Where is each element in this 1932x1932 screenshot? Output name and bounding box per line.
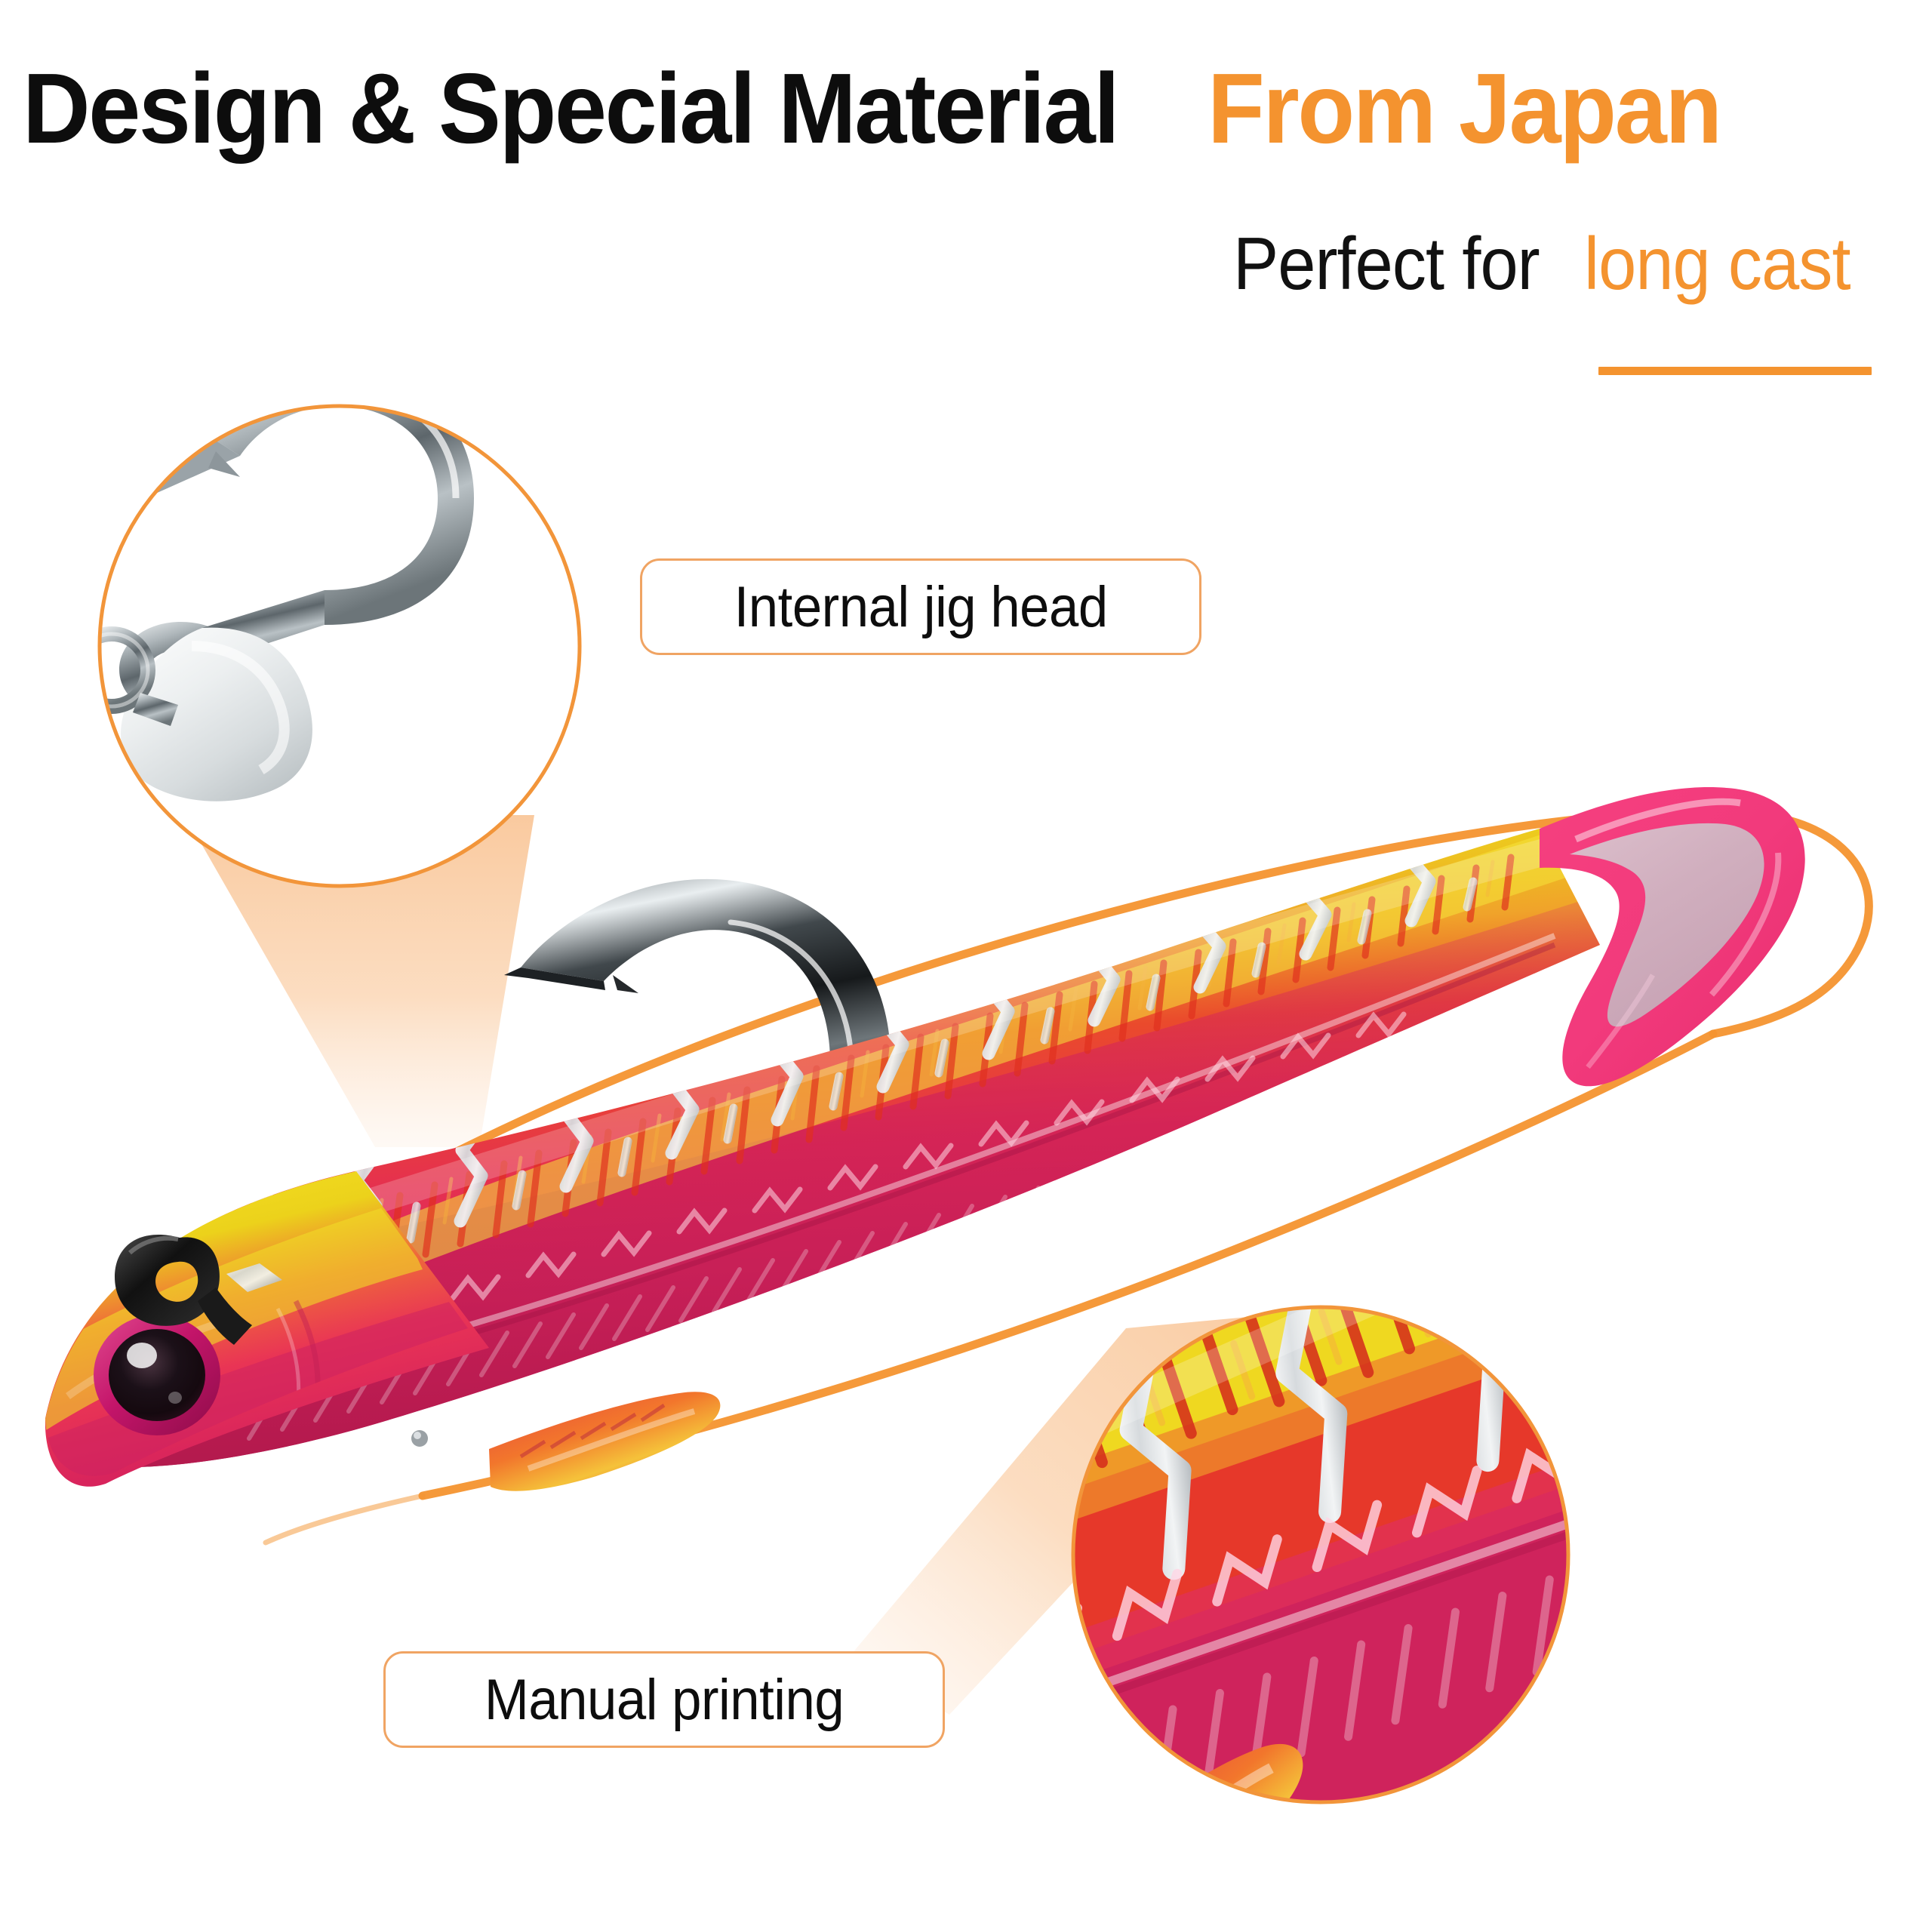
line-tie-loop xyxy=(115,1234,252,1345)
headline: Design & Special Material From Japan xyxy=(23,59,1917,165)
print-detail-inset xyxy=(1071,1305,1571,1804)
subheadline: Perfect for long cast xyxy=(1233,226,1873,309)
headline-black: Design & Special Material xyxy=(23,53,1120,164)
callout-manual-printing: Manual printing xyxy=(383,1651,945,1748)
pectoral-fin xyxy=(489,1392,721,1491)
jig-head-inset xyxy=(97,404,582,888)
callout-internal-jig-head-label: Internal jig head xyxy=(734,574,1108,639)
lure-eye xyxy=(94,1315,220,1435)
soft-plastic-lure xyxy=(45,787,1805,1491)
subheadline-orange: long cast xyxy=(1583,222,1851,305)
accent-underline-rule xyxy=(1598,367,1872,375)
lure-head xyxy=(45,1171,489,1487)
cone-jig-to-lure xyxy=(185,815,534,1147)
callout-manual-printing-label: Manual printing xyxy=(484,1667,844,1732)
callout-internal-jig-head: Internal jig head xyxy=(640,558,1201,655)
subheadline-black: Perfect for xyxy=(1232,222,1540,305)
headline-orange: From Japan xyxy=(1208,53,1722,164)
paddle-tail xyxy=(1540,787,1805,1087)
